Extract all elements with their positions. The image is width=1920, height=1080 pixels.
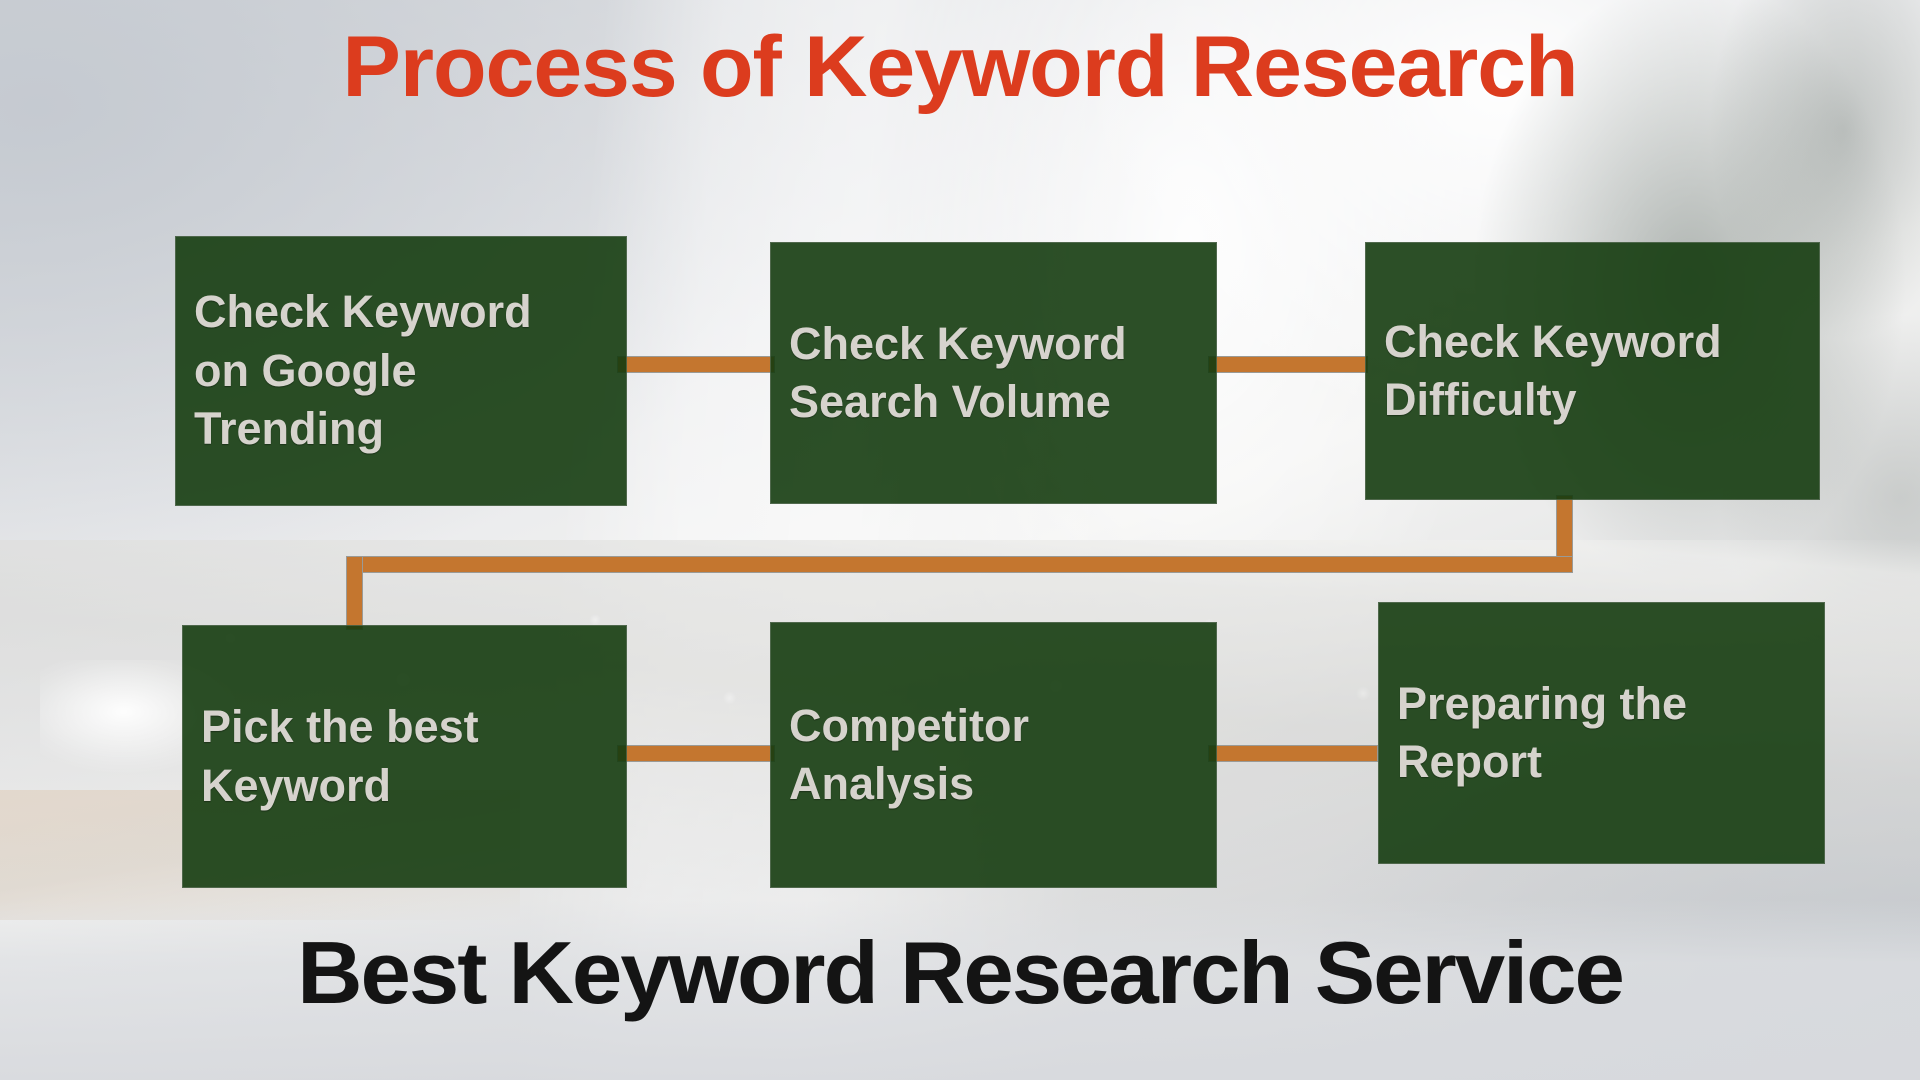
node-line: Preparing the bbox=[1397, 677, 1688, 729]
node-line: Check Keyword bbox=[194, 286, 532, 338]
node-line: Check Keyword bbox=[789, 317, 1127, 369]
connector-step5-to-step6 bbox=[1208, 745, 1378, 762]
node-line: on Google bbox=[194, 344, 417, 396]
footer-tagline: Best Keyword Research Service bbox=[297, 923, 1625, 1022]
node-line: Difficulty bbox=[1384, 374, 1577, 425]
connector-step3-to-step4-drop bbox=[346, 556, 363, 630]
connector-step1-to-step2 bbox=[617, 356, 775, 373]
page-title: Process of Keyword Research bbox=[342, 19, 1578, 115]
node-line: Pick the best bbox=[201, 701, 479, 752]
node-line: Trending bbox=[194, 403, 384, 455]
node-line: Search Volume bbox=[789, 376, 1111, 427]
node-preparing-the-report[interactable]: Preparing the Report bbox=[1378, 602, 1825, 864]
node-check-keyword-difficulty[interactable]: Check Keyword Difficulty bbox=[1365, 242, 1820, 500]
node-competitor-analysis[interactable]: Competitor Analysis bbox=[770, 622, 1217, 888]
node-line: Keyword bbox=[201, 759, 392, 811]
node-pick-the-best-keyword[interactable]: Pick the best Keyword bbox=[182, 625, 627, 888]
node-check-keyword-on-google-trending[interactable]: Check Keyword on Google Trending bbox=[175, 236, 627, 506]
connector-step3-to-step4-across bbox=[346, 556, 1573, 573]
node-check-keyword-search-volume[interactable]: Check Keyword Search Volume bbox=[770, 242, 1217, 504]
node-line: Analysis bbox=[789, 758, 975, 809]
node-line: Competitor bbox=[789, 699, 1029, 751]
connector-step4-to-step5 bbox=[617, 745, 775, 762]
node-line: Report bbox=[1397, 736, 1542, 787]
node-line: Check Keyword bbox=[1384, 315, 1722, 367]
connector-step2-to-step3 bbox=[1208, 356, 1368, 373]
